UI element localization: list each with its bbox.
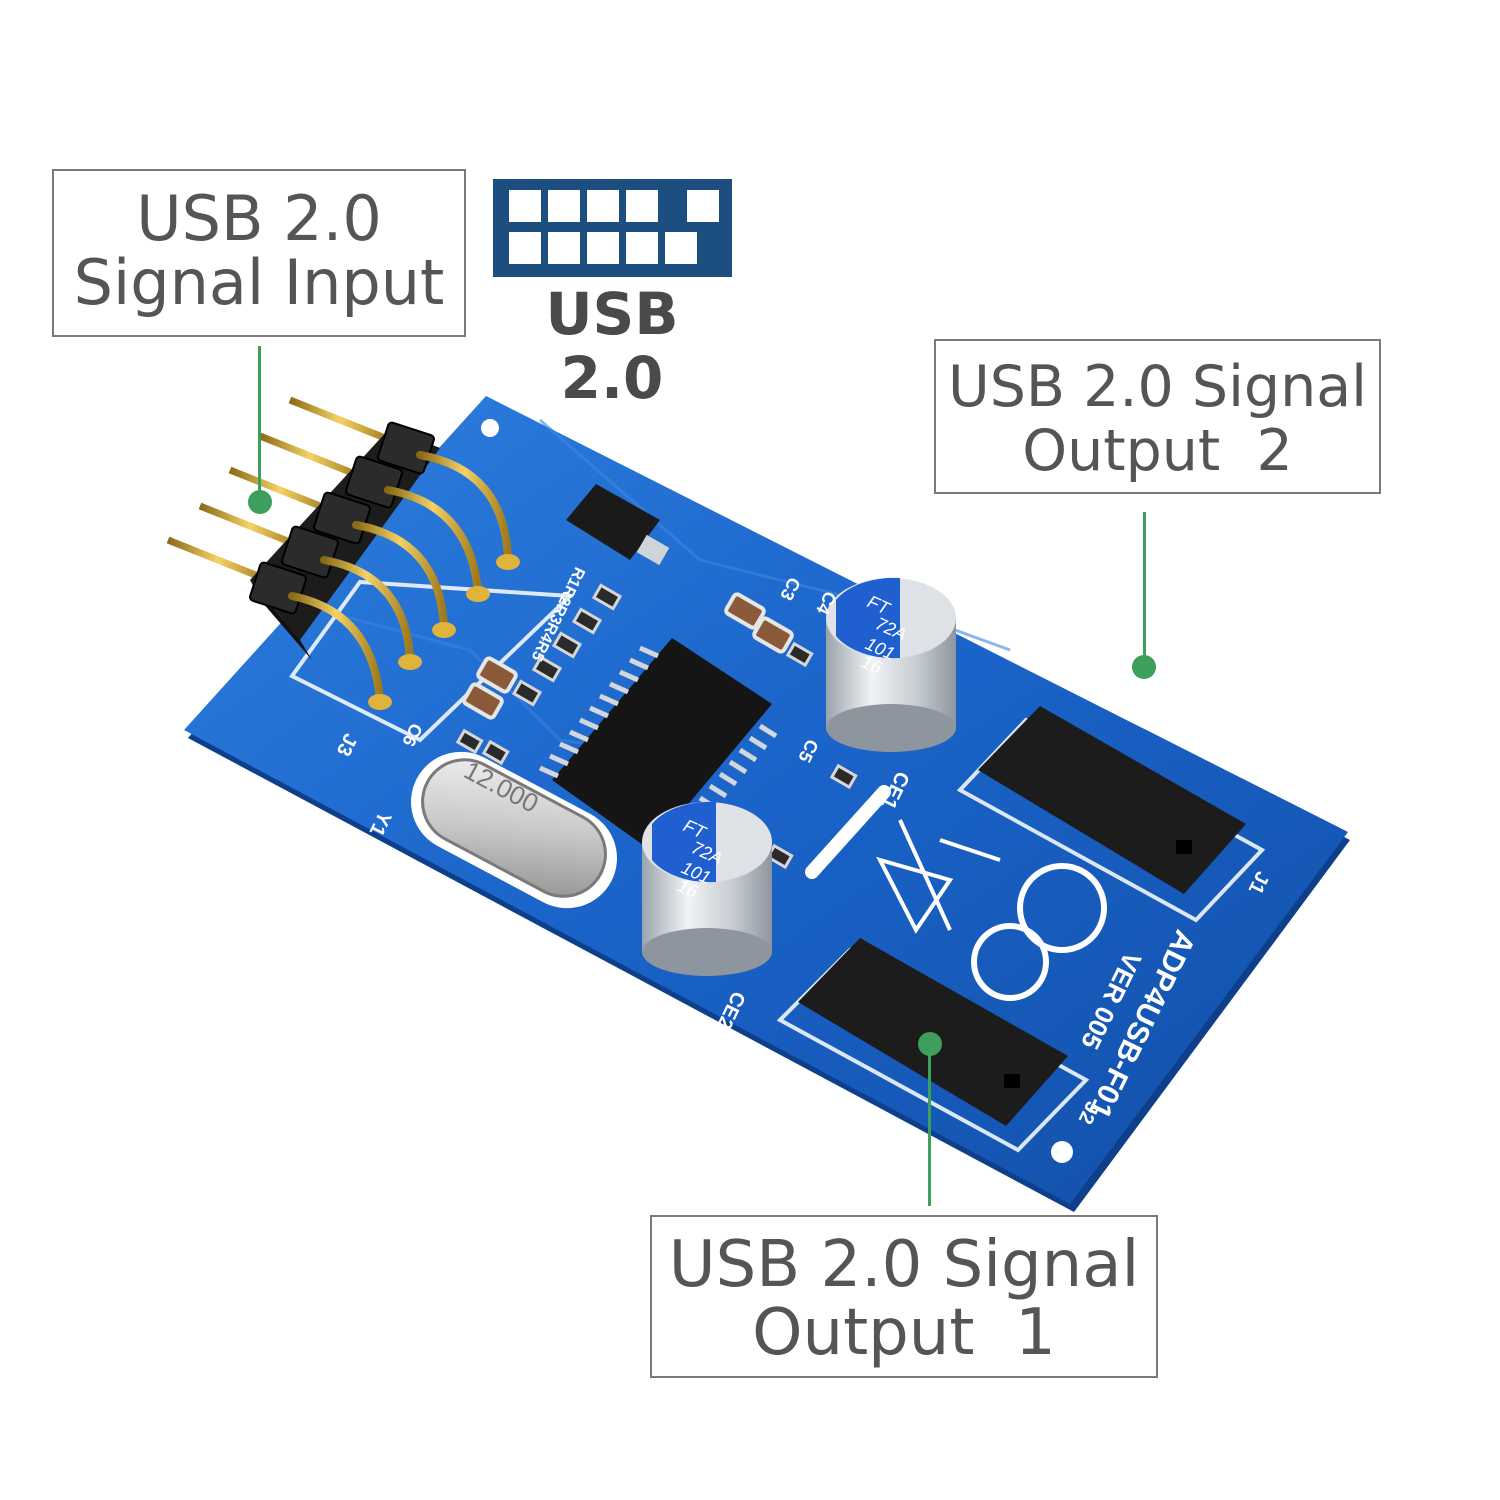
leader-dot-output2	[1132, 655, 1156, 679]
callout-output1-line2: Output 1	[752, 1296, 1056, 1370]
ceramic-capacitors	[462, 592, 794, 720]
callout-output1-line1: USB 2.0 Signal	[668, 1228, 1140, 1302]
leader-line-output2	[1143, 512, 1146, 662]
crystal-y1	[411, 751, 617, 909]
usb-logo-caption: USB 2.0	[545, 280, 679, 412]
header-j1-output2	[956, 643, 1266, 923]
callout-usb-signal-input: USB 2.0 Signal Input	[52, 169, 466, 337]
regulator-chip	[566, 484, 670, 566]
smd-components	[455, 583, 858, 870]
silkscreen-graphics	[805, 785, 1107, 1001]
usb-header-pinout-icon	[493, 179, 732, 277]
electrolytic-capacitor-bottom	[642, 801, 772, 976]
callout-usb-signal-output-1: USB 2.0 Signal Output 1	[650, 1215, 1158, 1378]
header-j3-input	[166, 396, 575, 743]
leader-line-input	[258, 346, 261, 504]
callout-output2-line2: Output 2	[1022, 418, 1293, 484]
callout-output2-line1: USB 2.0 Signal	[948, 354, 1367, 420]
callout-input-line1: USB 2.0	[136, 182, 382, 255]
leader-line-output1	[928, 1046, 931, 1206]
leader-dot-output1	[918, 1032, 942, 1056]
callout-input-line2: Signal Input	[73, 246, 445, 319]
electrolytic-capacitor-top	[826, 577, 956, 752]
callout-usb-signal-output-2: USB 2.0 Signal Output 2	[934, 339, 1381, 494]
leader-dot-input	[248, 490, 272, 514]
